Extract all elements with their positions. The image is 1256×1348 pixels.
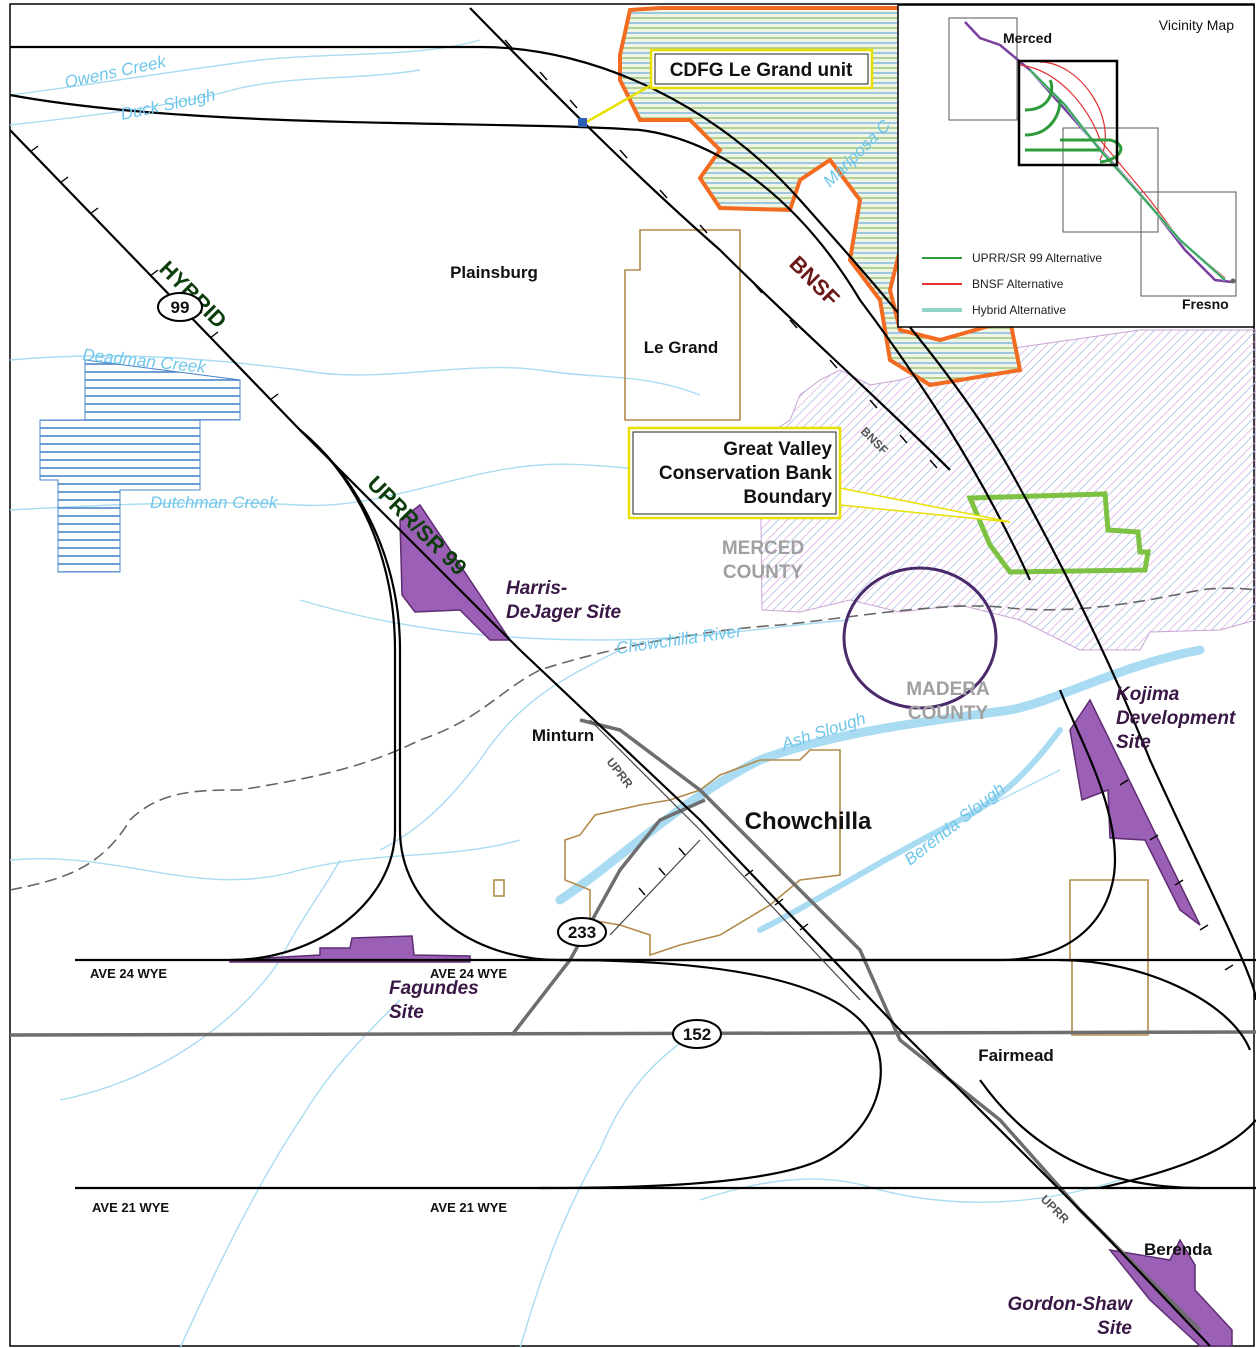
ave21-wye-east-arc — [1059, 958, 1252, 1051]
ave24-wye-west-label: AVE 24 WYE — [90, 966, 167, 981]
harris-label-1: Harris- — [506, 578, 567, 599]
fagundes-label-1: Fagundes — [389, 978, 479, 999]
kojima-label-3: Site — [1116, 732, 1151, 753]
spur-rail — [609, 839, 701, 936]
highway-152 — [9, 1030, 1256, 1037]
fairmead-parcel — [1069, 879, 1149, 1036]
harris-dejager-site — [399, 503, 512, 641]
harris-label-2: DeJager Site — [506, 602, 622, 623]
duck-slough-label: Duck Slough — [119, 85, 217, 124]
gordon-shaw-label-1: Gordon-Shaw — [1007, 1294, 1133, 1315]
fagundes-label-2: Site — [389, 1002, 424, 1023]
highway-152-label: 152 — [683, 1025, 711, 1044]
ave21-wye-west-label: AVE 21 WYE — [92, 1200, 169, 1215]
ave21-wye-east-label: AVE 21 WYE — [430, 1200, 507, 1215]
chowchilla-label: Chowchilla — [745, 808, 872, 835]
owens-creek-label: Owens Creek — [63, 52, 169, 92]
plainsburg-label: Plainsburg — [450, 263, 538, 282]
vicinity-fresno-label: Fresno — [1182, 296, 1229, 312]
existing-bnsf-rail — [469, 7, 951, 471]
berenda-slough-river — [757, 727, 1063, 933]
fairmead-label: Fairmead — [978, 1046, 1054, 1065]
highway-233 — [510, 798, 706, 1037]
vicinity-title: Vicinity Map — [1159, 17, 1234, 33]
ave21-wye-east-loop — [979, 1079, 1201, 1190]
gvcb-label-line3: Boundary — [743, 487, 832, 508]
rail-ticks — [29, 39, 1234, 971]
gvcb-label-line2: Conservation Bank — [659, 463, 833, 484]
ave24-wye-east-loop — [299, 429, 1117, 962]
le-grand-label: Le Grand — [644, 338, 719, 357]
madera-label-1: MADERA — [906, 679, 990, 700]
vicinity-map: Vicinity Map Merced Fresno UPRR/SR 99 Al… — [897, 4, 1255, 328]
legend-label: UPRR/SR 99 Alternative — [972, 251, 1102, 265]
merced-label-1: MERCED — [722, 538, 804, 559]
highway-99-shield: 99 — [157, 292, 203, 322]
le-grand-city-limit — [624, 229, 741, 421]
ave24-wye-west-loop — [229, 429, 397, 962]
legend-label: BNSF Alternative — [972, 277, 1064, 291]
vicinity-merced-label: Merced — [1003, 30, 1052, 46]
uprr-rail — [589, 719, 861, 1001]
dutchman-creek-label: Dutchman Creek — [150, 493, 279, 512]
highway-152-shield: 152 — [672, 1019, 722, 1049]
bnsf-alignment — [10, 45, 1256, 1001]
hybrid-label: HYBRID — [154, 256, 231, 333]
highway-233-label: 233 — [568, 923, 596, 942]
gvcb-callout-box — [627, 426, 842, 520]
kojima-development-site — [1069, 698, 1201, 926]
ave24-wye-east-label: AVE 24 WYE — [430, 966, 507, 981]
chowchilla-river-label: Chowchilla River — [615, 621, 744, 658]
ave21-wye-east-return — [1099, 1119, 1256, 1190]
cdfg-callout-label: CDFG Le Grand unit — [670, 60, 853, 81]
fagundes-site — [229, 935, 471, 963]
madera-label-2: COUNTY — [908, 703, 989, 724]
gvcb-label-line1: Great Valley — [723, 439, 832, 460]
county-line — [9, 587, 1256, 891]
highway-233-shield: 233 — [557, 917, 607, 947]
merced-label-2: COUNTY — [723, 562, 804, 583]
blue-hatched-parcel — [39, 359, 241, 573]
ave21-wye-west-loop — [539, 958, 882, 1190]
cdfg-marker — [578, 118, 587, 127]
kojima-label-2: Development — [1116, 708, 1236, 729]
cdfg-leader — [582, 78, 661, 126]
bnsf-inner-alignment — [9, 93, 1032, 581]
bnsf-label: BNSF — [784, 251, 844, 311]
minturn-label: Minturn — [532, 726, 594, 745]
kojima-label-1: Kojima — [1116, 684, 1180, 705]
berenda-slough-label: Berenda Slough — [901, 779, 1009, 869]
berenda-label: Berenda — [1144, 1240, 1213, 1259]
small-parcel — [493, 879, 505, 897]
legend-label: Hybrid Alternative — [972, 303, 1066, 317]
map-frame — [9, 3, 1255, 1347]
gordon-shaw-label-2: Site — [1097, 1318, 1132, 1339]
madera-circle — [842, 566, 998, 710]
great-valley-conservation-bank — [966, 491, 1151, 575]
gordon-shaw-site — [1108, 1238, 1233, 1347]
highway-99-label: 99 — [171, 298, 190, 317]
cdfg-callout-box — [649, 48, 874, 90]
